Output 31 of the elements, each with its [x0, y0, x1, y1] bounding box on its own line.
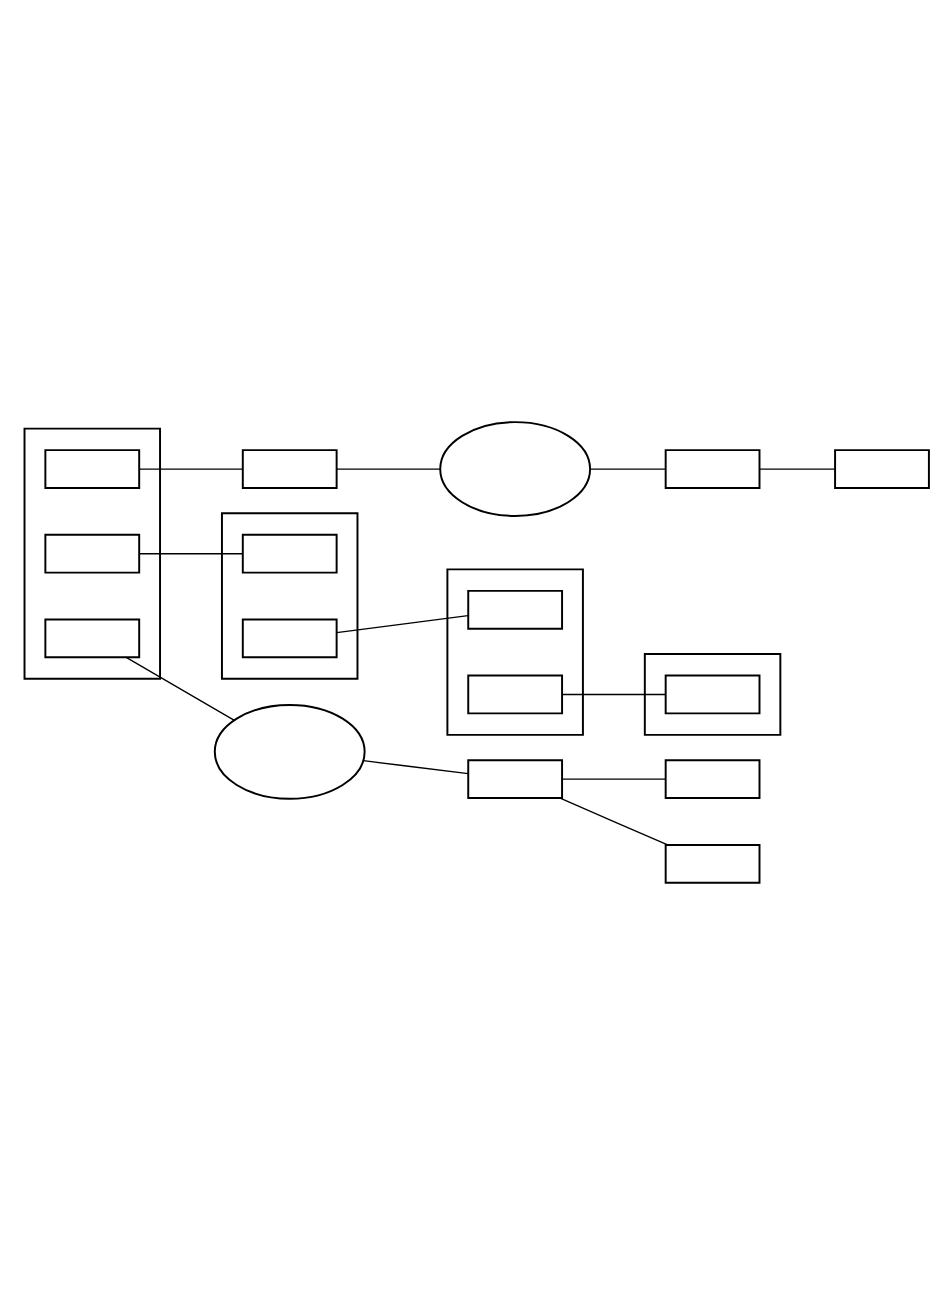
connector: [138, 553, 244, 555]
node-box: [241, 618, 338, 659]
node-box: [44, 533, 141, 574]
cluster: [643, 653, 782, 736]
node-box: [467, 589, 564, 630]
node-cloud: [439, 421, 592, 517]
connector: [125, 656, 235, 721]
node-box: [44, 449, 141, 489]
node-box: [664, 759, 761, 800]
node-box: [467, 674, 564, 715]
connector: [759, 468, 836, 470]
node-box: [44, 618, 141, 659]
node-box: [467, 759, 564, 800]
connector: [362, 760, 469, 775]
node-box: [664, 674, 761, 715]
connector: [138, 468, 244, 470]
node-box: [664, 844, 761, 884]
cluster: [23, 427, 162, 680]
connector: [561, 778, 667, 780]
connector: [336, 468, 441, 470]
connector: [589, 468, 666, 470]
node-box: [664, 449, 761, 489]
connector: [561, 693, 667, 696]
connector: [336, 615, 469, 634]
connector: [559, 797, 669, 846]
node-box: [834, 449, 930, 489]
node-cloud: [213, 703, 366, 800]
node-box: [241, 533, 338, 574]
node-box: [241, 449, 338, 489]
cluster: [446, 568, 584, 736]
cluster: [220, 512, 359, 680]
